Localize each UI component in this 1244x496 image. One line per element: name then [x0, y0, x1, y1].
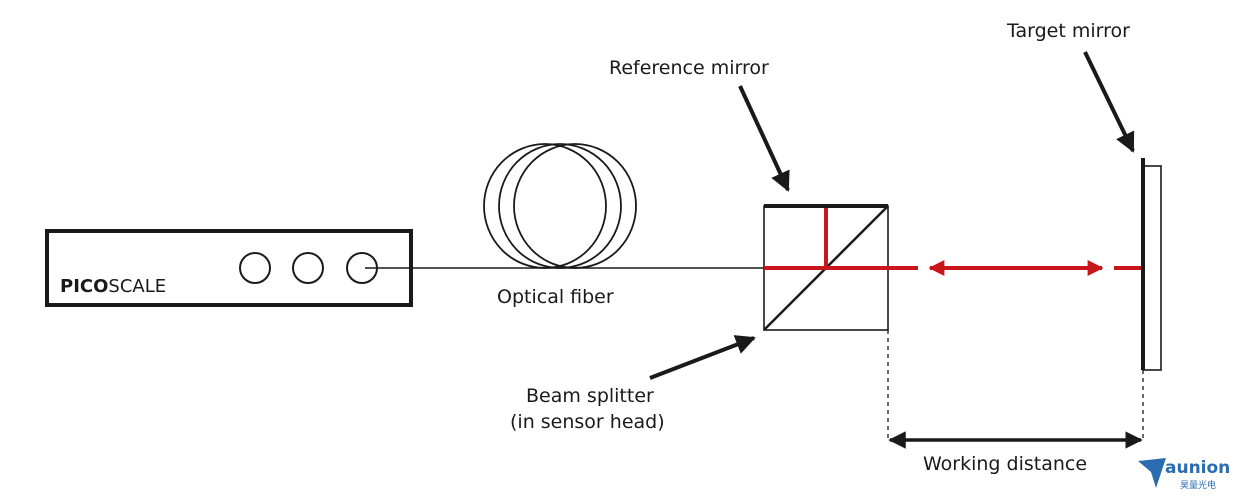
working-distance-dimension: Working distance [887, 330, 1144, 475]
logo-icon [1138, 458, 1166, 488]
aunion-logo: aunion 昊量光电 [1138, 458, 1230, 491]
reference-mirror-pointer [738, 85, 790, 192]
fiber-coil-1 [483, 143, 607, 269]
target-mirror-pointer [1083, 51, 1135, 153]
beam-splitter-label-line2: (in sensor head) [510, 411, 665, 433]
optical-fiber: Optical fiber [365, 143, 764, 308]
picoscale-device: PICOSCALE [45, 229, 413, 307]
beam-splitter-pointer [649, 335, 756, 380]
target-mirror-label: Target mirror [1006, 20, 1130, 42]
brand-light-text: SCALE [108, 276, 166, 297]
reference-mirror-label: Reference mirror [609, 57, 769, 79]
fiber-coil-2 [498, 143, 622, 269]
device-housing [45, 229, 413, 307]
laser-beams [764, 208, 1141, 276]
working-distance-label: Working distance [923, 453, 1087, 475]
logo-name: aunion [1165, 458, 1230, 478]
device-brand: PICOSCALE [60, 276, 166, 297]
fiber-coil-3 [513, 143, 637, 269]
fiber-port-1 [239, 252, 271, 284]
target-mirror-body [1142, 165, 1162, 371]
logo-subtitle: 昊量光电 [1180, 479, 1216, 491]
brand-bold-text: PICO [60, 276, 108, 297]
fiber-port-2 [292, 252, 324, 284]
callouts: Target mirror Reference mirror Beam spli… [510, 20, 1135, 433]
target-mirror [1141, 158, 1162, 371]
beam-splitter-label-line1: Beam splitter [526, 385, 654, 407]
optical-fiber-label: Optical fiber [497, 286, 614, 308]
